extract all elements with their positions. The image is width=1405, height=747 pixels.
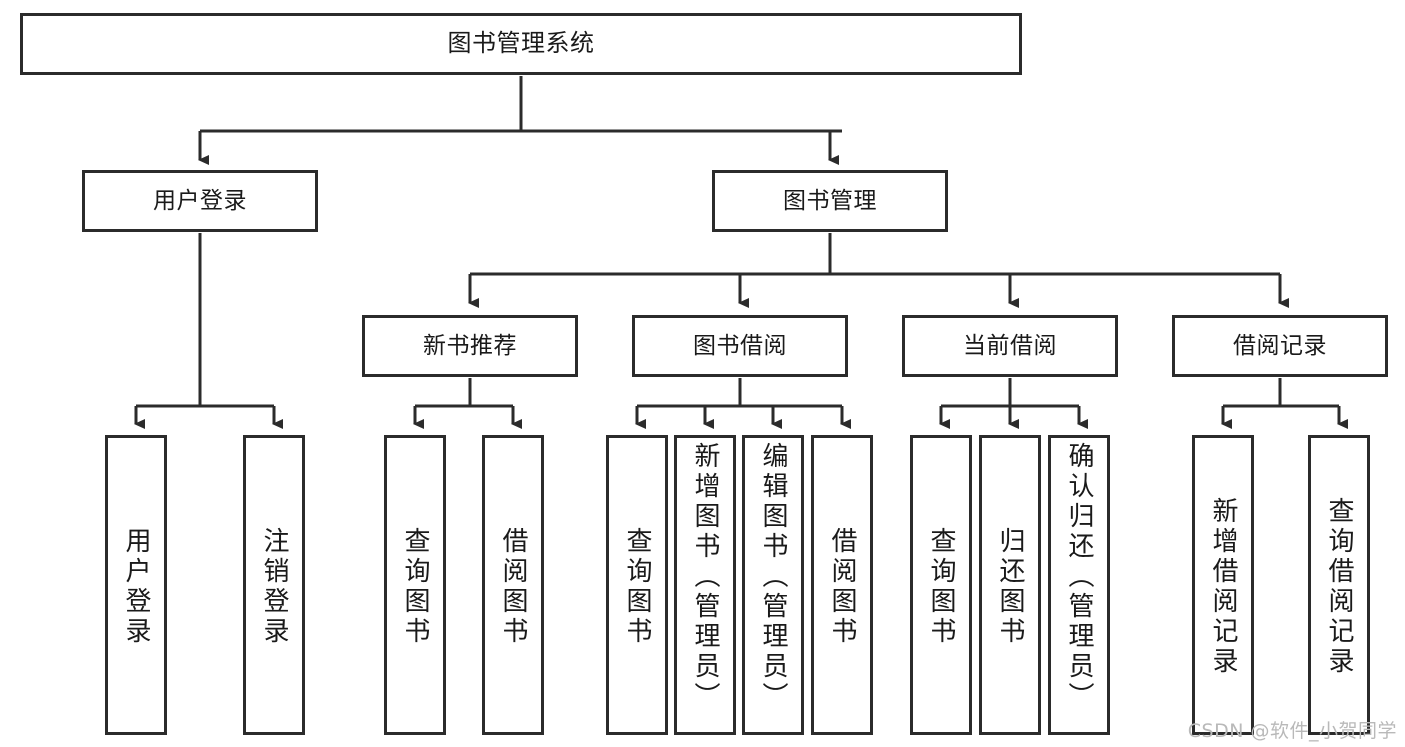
- node-book-management-system[interactable]: 图书管理系统: [20, 13, 1022, 75]
- leaf-borrow-record-query[interactable]: 查询借阅记录: [1308, 435, 1370, 735]
- node-label: 确认归还（管理员）: [1064, 442, 1094, 712]
- leaf-borrow-record-add[interactable]: 新增借阅记录: [1192, 435, 1254, 735]
- node-label: 借阅图书: [498, 527, 528, 647]
- node-label: 新增图书（管理员）: [690, 442, 720, 712]
- node-label: 归还图书: [995, 527, 1025, 647]
- node-label: 新书推荐: [423, 332, 517, 359]
- node-label: 查询图书: [622, 527, 652, 647]
- node-label: 查询图书: [926, 527, 956, 647]
- node-book-management[interactable]: 图书管理: [712, 170, 948, 232]
- leaf-new-book-query[interactable]: 查询图书: [384, 435, 446, 735]
- node-label: 用户登录: [121, 527, 151, 647]
- node-label: 借阅记录: [1233, 332, 1327, 359]
- node-label: 注销登录: [259, 527, 289, 647]
- node-current-borrow[interactable]: 当前借阅: [902, 315, 1118, 377]
- node-label: 新增借阅记录: [1208, 497, 1238, 677]
- csdn-watermark: CSDN @软件_小贺同学: [1187, 720, 1397, 742]
- node-label: 用户登录: [153, 187, 247, 214]
- node-label: 图书管理: [783, 187, 877, 214]
- node-user-login[interactable]: 用户登录: [82, 170, 318, 232]
- leaf-book-borrow-add[interactable]: 新增图书（管理员）: [674, 435, 736, 735]
- leaf-book-borrow-borrow[interactable]: 借阅图书: [811, 435, 873, 735]
- leaf-new-book-borrow[interactable]: 借阅图书: [482, 435, 544, 735]
- leaf-current-borrow-confirm-return[interactable]: 确认归还（管理员）: [1048, 435, 1110, 735]
- leaf-book-borrow-query[interactable]: 查询图书: [606, 435, 668, 735]
- node-label: 图书借阅: [693, 332, 787, 359]
- node-label: 图书管理系统: [447, 29, 595, 58]
- node-label: 编辑图书（管理员）: [758, 442, 788, 712]
- node-label: 查询借阅记录: [1324, 497, 1354, 677]
- node-book-borrow[interactable]: 图书借阅: [632, 315, 848, 377]
- leaf-user-login-logout[interactable]: 注销登录: [243, 435, 305, 735]
- node-label: 查询图书: [400, 527, 430, 647]
- leaf-current-borrow-return[interactable]: 归还图书: [979, 435, 1041, 735]
- node-label: 借阅图书: [827, 527, 857, 647]
- node-borrow-record[interactable]: 借阅记录: [1172, 315, 1388, 377]
- node-label: 当前借阅: [963, 332, 1057, 359]
- leaf-book-borrow-edit[interactable]: 编辑图书（管理员）: [742, 435, 804, 735]
- leaf-current-borrow-query[interactable]: 查询图书: [910, 435, 972, 735]
- leaf-user-login-login[interactable]: 用户登录: [105, 435, 167, 735]
- node-new-book-recommend[interactable]: 新书推荐: [362, 315, 578, 377]
